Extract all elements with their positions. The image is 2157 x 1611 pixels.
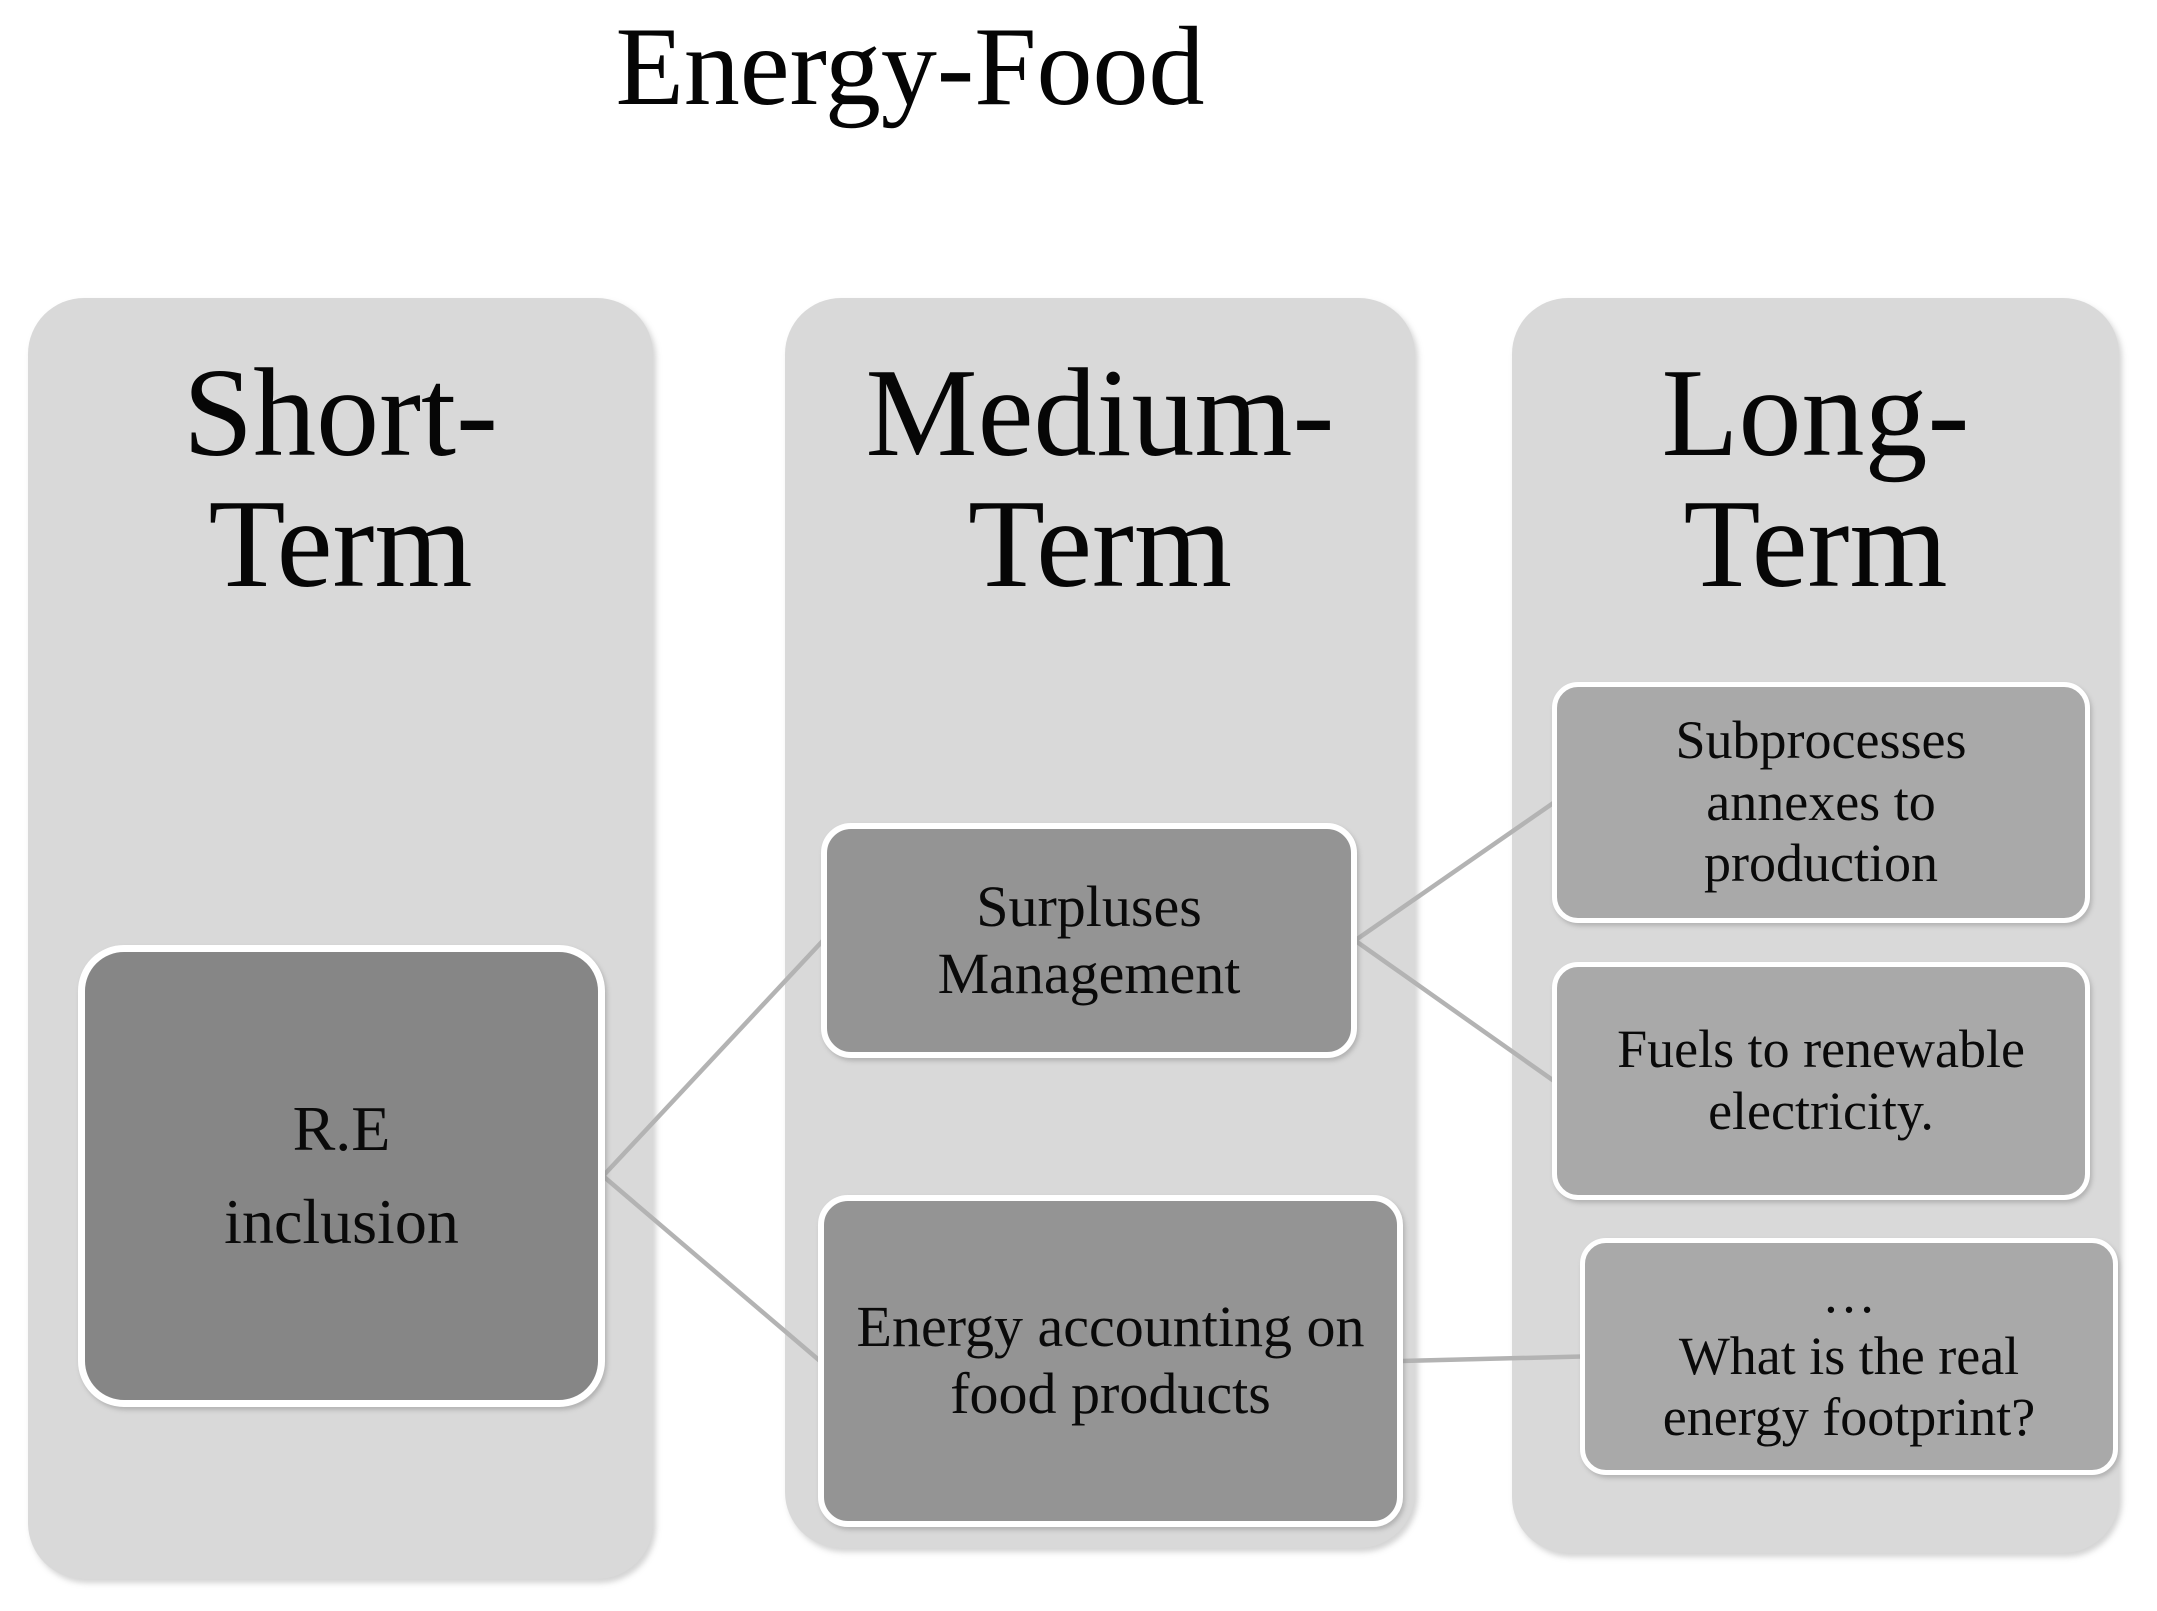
node-re-inclusion: R.E inclusion	[78, 945, 605, 1407]
column-medium-term-title: Medium- Term	[865, 344, 1335, 615]
page-title: Energy-Food	[615, 5, 1205, 129]
node-energy-footprint: … What is the real energy footprint?	[1580, 1238, 2118, 1475]
node-surpluses-management: Surpluses Management	[821, 823, 1357, 1058]
column-long-term-title: Long- Term	[1661, 344, 1970, 615]
node-fuels-renewable: Fuels to renewable electricity.	[1552, 962, 2090, 1200]
node-energy-accounting: Energy accounting on food products	[818, 1195, 1403, 1527]
column-short-term-title: Short- Term	[183, 344, 498, 615]
node-subprocesses-annexes: Subprocesses annexes to production	[1552, 682, 2090, 923]
